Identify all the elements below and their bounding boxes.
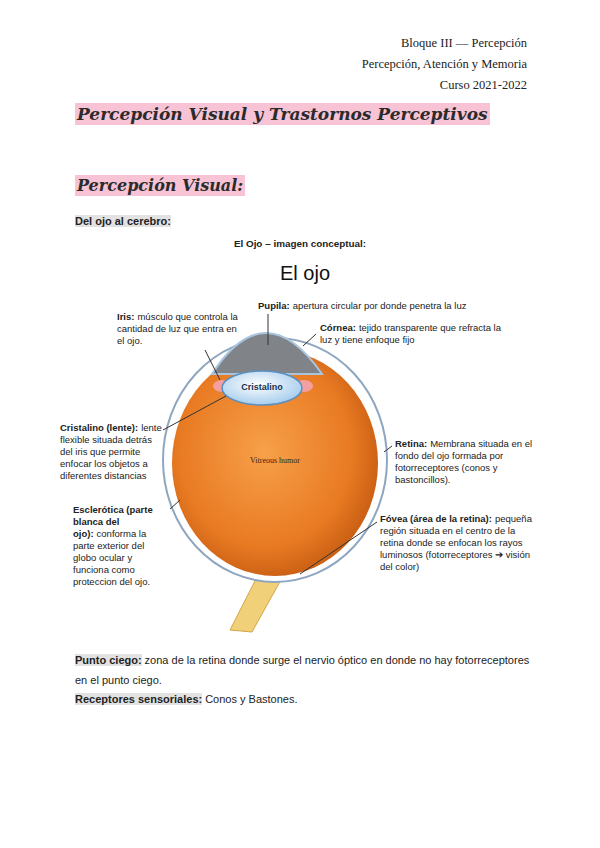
header-line: Curso 2021-2022 <box>300 75 527 96</box>
subsection-heading: Del ojo al cerebro: <box>75 215 171 227</box>
title-block: Percepción Visual y Trastornos Perceptiv… <box>75 104 555 124</box>
lens <box>222 371 302 405</box>
part-name: Iris: <box>117 311 134 322</box>
text-group: Del ojo al cerebro: <box>75 215 375 227</box>
leader-line <box>384 446 392 452</box>
figure-caption: El Ojo – imagen conceptual: <box>234 238 366 249</box>
part-name: Retina: <box>395 438 427 449</box>
text-group: Esclerótica (parte blanca del ojo):confo… <box>73 504 169 588</box>
leader-line <box>300 522 377 574</box>
leader-line <box>303 334 316 346</box>
header-line: Percepción, Atención y Memoria <box>300 54 527 75</box>
header-line: Bloque III — Percepción <box>300 33 527 54</box>
leader-line <box>163 396 226 430</box>
sclera <box>163 338 387 582</box>
leader-line <box>205 350 220 380</box>
leader-line <box>170 500 180 509</box>
text-group: Percepción Visual: <box>75 176 375 195</box>
leader-lines <box>163 314 392 574</box>
text-group: Retina:Membrana situada en el fondo del … <box>395 438 533 486</box>
definition: zona de la retina donde surge el nervio … <box>75 654 529 686</box>
part-name: Cristalino <box>241 382 283 392</box>
text-group: Iris:músculo que controla la cantidad de… <box>117 311 239 347</box>
part-name: Córnea: <box>320 322 356 333</box>
cornea <box>212 333 322 374</box>
part-name: Cristalino (lente): <box>60 422 138 433</box>
part-name: Vitreous humor <box>250 456 300 465</box>
definition: Conos y Bastones. <box>205 693 297 705</box>
text-group: Cristalino (lente):lente flexible situad… <box>60 422 162 482</box>
term: Receptores sensoriales: <box>75 693 202 705</box>
text-group: El Ojo – imagen conceptual: <box>0 238 600 249</box>
text-group: Vitreous humor <box>220 456 330 465</box>
part-name: Pupila: <box>258 300 290 311</box>
term: Punto ciego: <box>75 654 142 666</box>
text-group: Cristalino <box>222 382 302 392</box>
part-description: músculo que controla la cantidad de luz … <box>117 311 238 346</box>
text-group: El ojo <box>240 262 370 285</box>
figure-title: El ojo <box>280 262 330 284</box>
text-group: Fóvea (área de la retina):pequeña región… <box>380 513 532 573</box>
text-group: Punto ciego:zona de la retina donde surg… <box>75 650 535 690</box>
part-name: Fóvea (área de la retina): <box>380 513 492 524</box>
text-group: Receptores sensoriales:Conos y Bastones. <box>75 689 535 709</box>
vitreous-body <box>172 350 378 576</box>
page-title: Percepción Visual y Trastornos Perceptiv… <box>75 103 490 125</box>
text-group: Córnea:tejido transparente que refracta … <box>320 322 510 346</box>
text-group: Pupila:apertura circular por donde penet… <box>258 300 558 312</box>
leader-line <box>268 314 269 345</box>
optic-nerve <box>230 575 282 632</box>
part-description: apertura circular por donde penetra la l… <box>293 300 467 311</box>
section-heading: Percepción Visual: <box>75 175 245 196</box>
text-group: Bloque III — PercepciónPercepción, Atenc… <box>300 33 527 96</box>
